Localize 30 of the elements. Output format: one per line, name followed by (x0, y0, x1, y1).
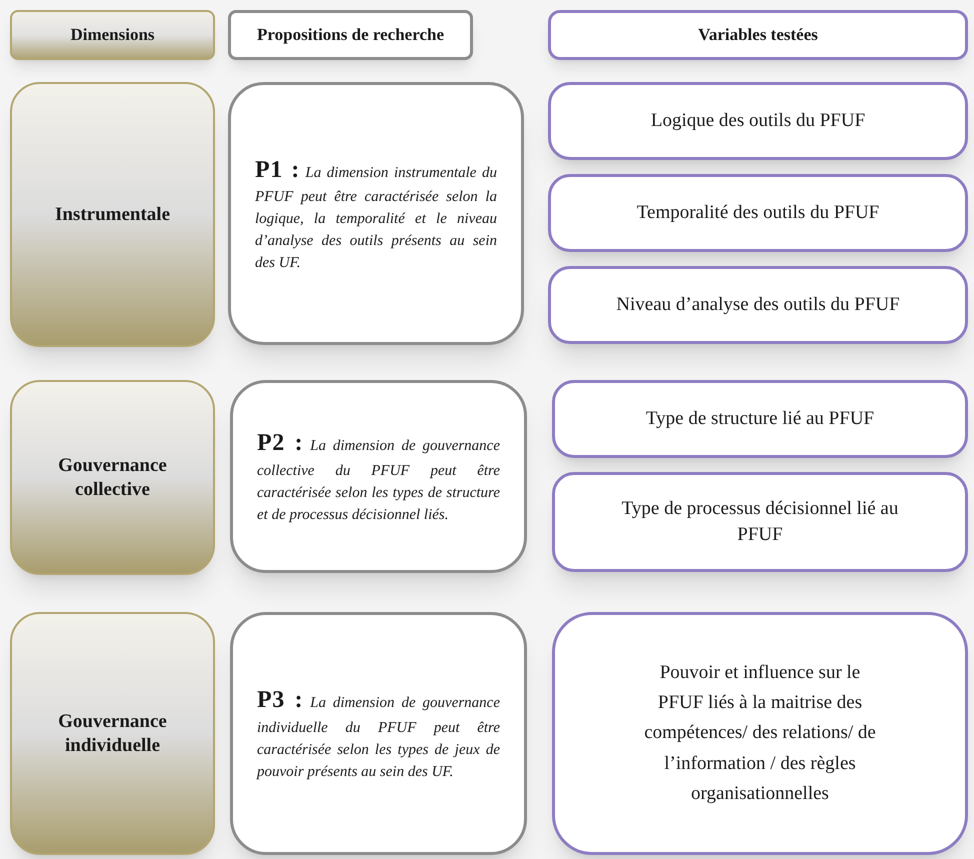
dimension-box (10, 612, 215, 855)
variable-box (552, 380, 968, 458)
variable-box (552, 612, 968, 855)
variable-box (552, 472, 968, 572)
dimension-label: Instrumentale (54, 202, 170, 226)
header-text: Propositions de recherche (257, 24, 444, 46)
variable-text: Niveau d’analyse des outils du PFUF (616, 292, 900, 317)
header-text: Variables testées (698, 24, 818, 46)
variable-text: Pouvoir et influence sur le PFUF liés à la maitrise des compétences/ des relations/ de l’information / des règles organisationnelles (643, 660, 877, 806)
variable-text: Logique des outils du PFUF (650, 108, 866, 133)
dimension-box (10, 82, 215, 347)
header-box (10, 10, 215, 60)
header-box (228, 10, 473, 60)
proposition-text: P2 : La dimension de gouvernance collective du PFUF peut être caractérisée selon les types de structure et de processus décisionnel liés. (257, 429, 500, 525)
dimension-box (10, 380, 215, 575)
proposition-text: P1 : La dimension instrumentale du PFUF peut être caractérisée selon la logique, la temporalité et le niveau d’analyse des outils présents au sein des UF. (255, 156, 497, 273)
dimension-label: Gouvernance collective (57, 454, 168, 502)
variable-text: Type de structure lié au PFUF (646, 406, 874, 431)
variable-text: Type de processus décisionnel lié au PFUF (620, 496, 900, 547)
dimension-label: Gouvernance individuelle (57, 710, 168, 758)
variable-box (548, 82, 968, 160)
variable-text: Temporalité des outils du PFUF (636, 200, 880, 225)
proposition-box (228, 82, 524, 345)
header-box (548, 10, 968, 60)
variable-box (548, 266, 968, 344)
proposition-box (230, 380, 527, 573)
variable-box (548, 174, 968, 252)
proposition-box (230, 612, 527, 855)
proposition-text: P3 : La dimension de gouvernance individuelle du PFUF peut être caractérisée selon les types de jeux de pouvoir présents au sein des UF. (257, 686, 500, 782)
header-text: Dimensions (70, 24, 155, 46)
